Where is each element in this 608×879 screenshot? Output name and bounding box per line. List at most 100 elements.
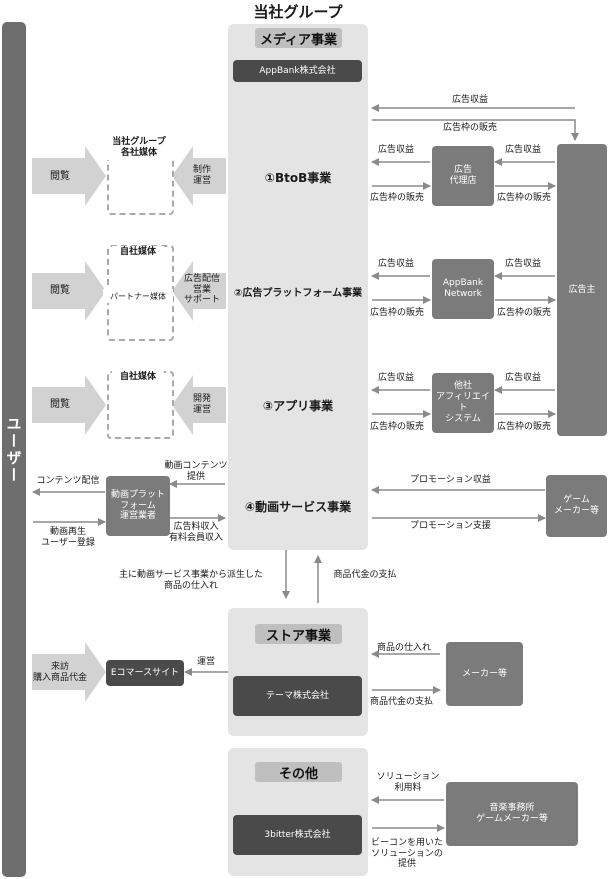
ecommerce-site-box: Eコマースサイト xyxy=(106,660,184,686)
video-op-l3: 運営業者 xyxy=(119,511,156,522)
adsales-arrow xyxy=(172,261,226,321)
b2b-business: ①BtoB事業 xyxy=(264,170,332,185)
video-content-label: 動画コンテンツ 提供 xyxy=(160,460,232,484)
row1-right-top: 広告収益 xyxy=(505,145,542,155)
dev-label: 開発 運営 xyxy=(182,392,222,418)
solution-fee-l1: ソリューション xyxy=(376,772,440,783)
ad-agency-l1: 広告 xyxy=(453,165,472,176)
video-op-l1: 動画プラット xyxy=(110,489,165,500)
affiliate-l1: 他社 xyxy=(453,381,472,392)
browse-arrows xyxy=(32,146,106,702)
goods-purchase-label: 商品の仕入れ xyxy=(377,643,432,653)
network-l1: AppBank xyxy=(442,278,484,289)
video-play-l1: 動画再生 xyxy=(49,527,86,538)
game-maker-l1: ゲーム xyxy=(563,495,590,506)
maker-box: メーカー等 xyxy=(446,642,523,706)
user-bar: ユーザー xyxy=(2,22,26,877)
ad-slot-top-label: 広告枠の販売 xyxy=(442,122,497,133)
video-platform-operator-box: 動画プラット フォーム 運営業者 xyxy=(106,476,170,536)
game-maker-box: ゲーム メーカー等 xyxy=(546,475,607,537)
game-maker-l2: メーカー等 xyxy=(553,506,599,516)
other-header: その他 xyxy=(255,762,342,782)
dev-arrow xyxy=(172,375,226,435)
operate-arrows xyxy=(172,146,226,435)
ad-fee-l2: 有料会員収入 xyxy=(168,533,223,543)
row3-left-top: 広告収益 xyxy=(378,373,415,383)
theme-company-box: テーマ株式会社 xyxy=(233,676,362,716)
affiliate-box: 他社 アフィリエイト システム xyxy=(432,373,494,433)
production-label-l1: 制作 xyxy=(192,165,211,176)
video-play-l2: ユーザー登録 xyxy=(41,538,95,548)
browse-arrow-1 xyxy=(32,146,106,206)
row3-right-bottom: 広告枠の販売 xyxy=(497,422,552,432)
beacon-label: ビーコンを用いた ソリューションの 提供 xyxy=(366,835,448,873)
solution-fee-l2: 利用料 xyxy=(394,783,422,793)
video-op-l2: フォーム xyxy=(120,500,156,511)
browse-label-1: 閲覧 xyxy=(50,170,70,182)
group-media-label-l1: 当社グループ xyxy=(112,137,166,148)
beacon-l2: ソリューションの xyxy=(371,848,443,859)
network-l2: Network xyxy=(444,289,482,299)
row3-right-top: 広告収益 xyxy=(505,373,542,383)
adsales-label-l1: 広告配信 xyxy=(183,273,220,284)
browse-label-3: 閲覧 xyxy=(50,398,70,410)
visit-label: 来訪 購入商品代金 xyxy=(32,660,88,686)
content-delivery-label: コンテンツ配信 xyxy=(36,475,100,486)
row2-right-bottom: 広告枠の販売 xyxy=(497,308,552,318)
derived-goods-l1: 主に動画サービス事業から派生した xyxy=(118,570,263,581)
music-office-box: 音楽事務所 ゲームメーカー等 xyxy=(446,782,578,846)
row2-left-top: 広告収益 xyxy=(378,259,415,269)
music-l1: 音楽事務所 xyxy=(489,803,535,814)
browse-arrow-2 xyxy=(32,261,106,321)
flow-arrows xyxy=(32,104,579,832)
user-bar-label: ユーザー xyxy=(4,415,23,484)
music-l2: ゲームメーカー等 xyxy=(476,814,548,824)
beacon-l3: 提供 xyxy=(397,859,416,870)
media-panel xyxy=(228,24,368,550)
adsales-label-l2: 営業 xyxy=(192,284,211,295)
row1-right-bottom: 広告枠の販売 xyxy=(497,193,552,203)
dev-label-l1: 開発 xyxy=(192,394,211,405)
partner-media-label: パートナー媒体 xyxy=(103,289,173,303)
affiliate-l3: システム xyxy=(445,413,481,424)
row2-right-top: 広告収益 xyxy=(505,259,542,269)
derived-goods-label: 主に動画サービス事業から派生した 商品の仕入れ xyxy=(100,568,282,594)
ad-fee-l1: 広告料収入 xyxy=(173,522,219,533)
video-play-label: 動画再生 ユーザー登録 xyxy=(30,526,106,550)
video-business: ④動画サービス事業 xyxy=(244,499,352,514)
row1-left-bottom: 広告枠の販売 xyxy=(370,193,425,203)
adsales-label-l3: サポート xyxy=(183,295,220,306)
visit-l1: 来訪 xyxy=(50,662,69,673)
own-media-label-1: 自社媒体 xyxy=(112,246,164,258)
production-label-l2: 運営 xyxy=(192,176,211,186)
own-media-label-3: 自社媒体 xyxy=(112,371,164,383)
ad-fee-label: 広告料収入 有料会員収入 xyxy=(163,521,229,545)
row2-left-bottom: 広告枠の販売 xyxy=(370,308,425,318)
group-media-label: 当社グループ 各社媒体 xyxy=(100,136,178,160)
dev-label-l2: 運営 xyxy=(192,405,211,415)
promo-support-label: プロモーション支援 xyxy=(410,521,491,531)
goods-payment-label: 商品代金の支払 xyxy=(333,569,397,580)
advertiser-box: 広告主 xyxy=(557,144,607,436)
video-content-l1: 動画コンテンツ xyxy=(164,461,228,472)
row1-left-top: 広告収益 xyxy=(378,145,415,155)
promo-revenue-label: プロモーション収益 xyxy=(410,475,491,485)
store-header: ストア事業 xyxy=(255,624,342,644)
operation-label: 運営 xyxy=(196,656,215,667)
affiliate-l2: アフィリエイト xyxy=(436,392,490,413)
group-media-box xyxy=(107,151,174,215)
appbank-company-box: AppBank株式会社 xyxy=(233,60,362,82)
adsales-label: 広告配信 営業 サポート xyxy=(178,271,226,309)
group-title: 当社グループ xyxy=(253,2,343,21)
3bitter-company-box: 3bitter株式会社 xyxy=(233,815,362,855)
media-header: メディア事業 xyxy=(255,28,342,48)
group-media-label-l2: 各社媒体 xyxy=(120,148,157,158)
appbank-network-box: AppBank Network xyxy=(432,259,494,319)
production-label: 制作 運営 xyxy=(182,163,222,189)
browse-arrow-3 xyxy=(32,375,106,435)
row3-left-bottom: 広告枠の販売 xyxy=(370,422,425,432)
arrow-ad-slot-top xyxy=(372,119,579,141)
visit-l2: 購入商品代金 xyxy=(32,673,87,683)
ad-agency-box: 広告 代理店 xyxy=(432,146,494,206)
ad-agency-l2: 代理店 xyxy=(449,176,477,186)
